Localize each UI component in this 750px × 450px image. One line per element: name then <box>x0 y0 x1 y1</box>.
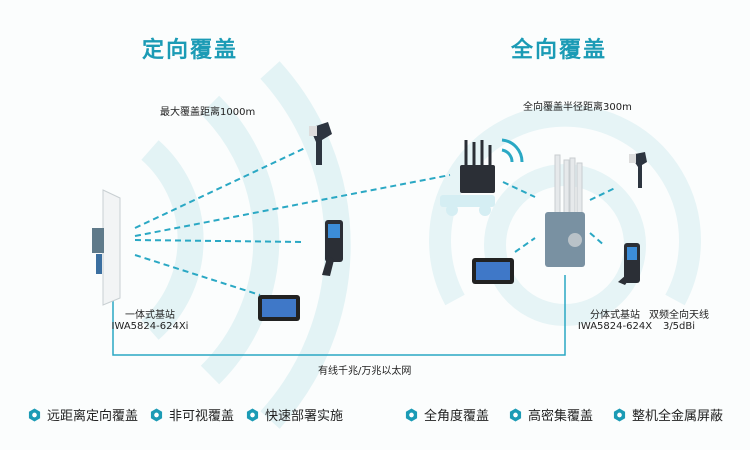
feature-text: 远距离定向覆盖 <box>47 409 139 424</box>
handheld-terminal-icon <box>322 220 343 276</box>
base-model: IWA5824-624Xi <box>111 321 189 332</box>
handheld-terminal-icon <box>618 243 640 285</box>
features-right: 全角度覆盖 高密集覆盖 整机全金属屏蔽 <box>405 405 731 424</box>
ethernet-label: 有线千兆/万兆以太网 <box>318 366 412 377</box>
feature-text: 快速部署实施 <box>265 409 344 424</box>
omni-coverage-title: 全向覆盖 <box>511 38 608 63</box>
antenna-gain: 3/5dBi <box>662 321 696 332</box>
directional-coverage-title: 定向覆盖 <box>142 38 239 63</box>
ethernet-line <box>112 275 566 356</box>
feature-text: 高密集覆盖 <box>528 409 594 424</box>
hexagon-bullet-icon <box>509 408 522 421</box>
barcode-scanner-icon <box>309 122 332 165</box>
hexagon-bullet-icon <box>150 408 163 421</box>
hexagon-bullet-icon <box>613 408 626 421</box>
feature-item: 快速部署实施 <box>246 405 343 424</box>
feature-item: 整机全金属屏蔽 <box>613 405 723 424</box>
hexagon-bullet-icon <box>246 408 259 421</box>
split-base-station-label: 分体式基站 IWA5824-624X <box>575 306 655 332</box>
barcode-scanner-icon <box>629 152 647 188</box>
base-name: 一体式基站 <box>125 310 175 321</box>
feature-item: 全角度覆盖 <box>405 405 489 424</box>
integrated-base-station-icon <box>92 189 121 306</box>
feature-item: 高密集覆盖 <box>509 405 593 424</box>
tablet-icon <box>472 258 514 284</box>
feature-text: 整机全金属屏蔽 <box>632 409 724 424</box>
feature-text: 全角度覆盖 <box>424 409 490 424</box>
base-name: 分体式基站 <box>590 310 640 321</box>
split-base-station-icon <box>545 154 585 267</box>
feature-item: 远距离定向覆盖 <box>28 405 138 424</box>
hexagon-bullet-icon <box>405 408 418 421</box>
omni-radius-label: 全向覆盖半径距离300m <box>523 102 632 113</box>
directional-links <box>134 147 616 296</box>
directional-wave-arcs <box>141 61 351 429</box>
base-model: IWA5824-624X <box>577 321 653 332</box>
antenna-name: 双频全向天线 <box>649 310 709 321</box>
tablet-icon <box>258 295 300 321</box>
max-range-label: 最大覆盖距离1000m <box>160 107 256 118</box>
features-left: 远距离定向覆盖 非可视覆盖 快速部署实施 <box>28 405 351 424</box>
integrated-base-station-label: 一体式基站 IWA5824-624Xi <box>110 306 190 332</box>
feature-text: 非可视覆盖 <box>169 409 235 424</box>
forklift-terminal-icon <box>440 138 524 216</box>
antenna-label: 双频全向天线 3/5dBi <box>644 306 714 332</box>
feature-item: 非可视覆盖 <box>150 405 234 424</box>
hexagon-bullet-icon <box>28 408 41 421</box>
